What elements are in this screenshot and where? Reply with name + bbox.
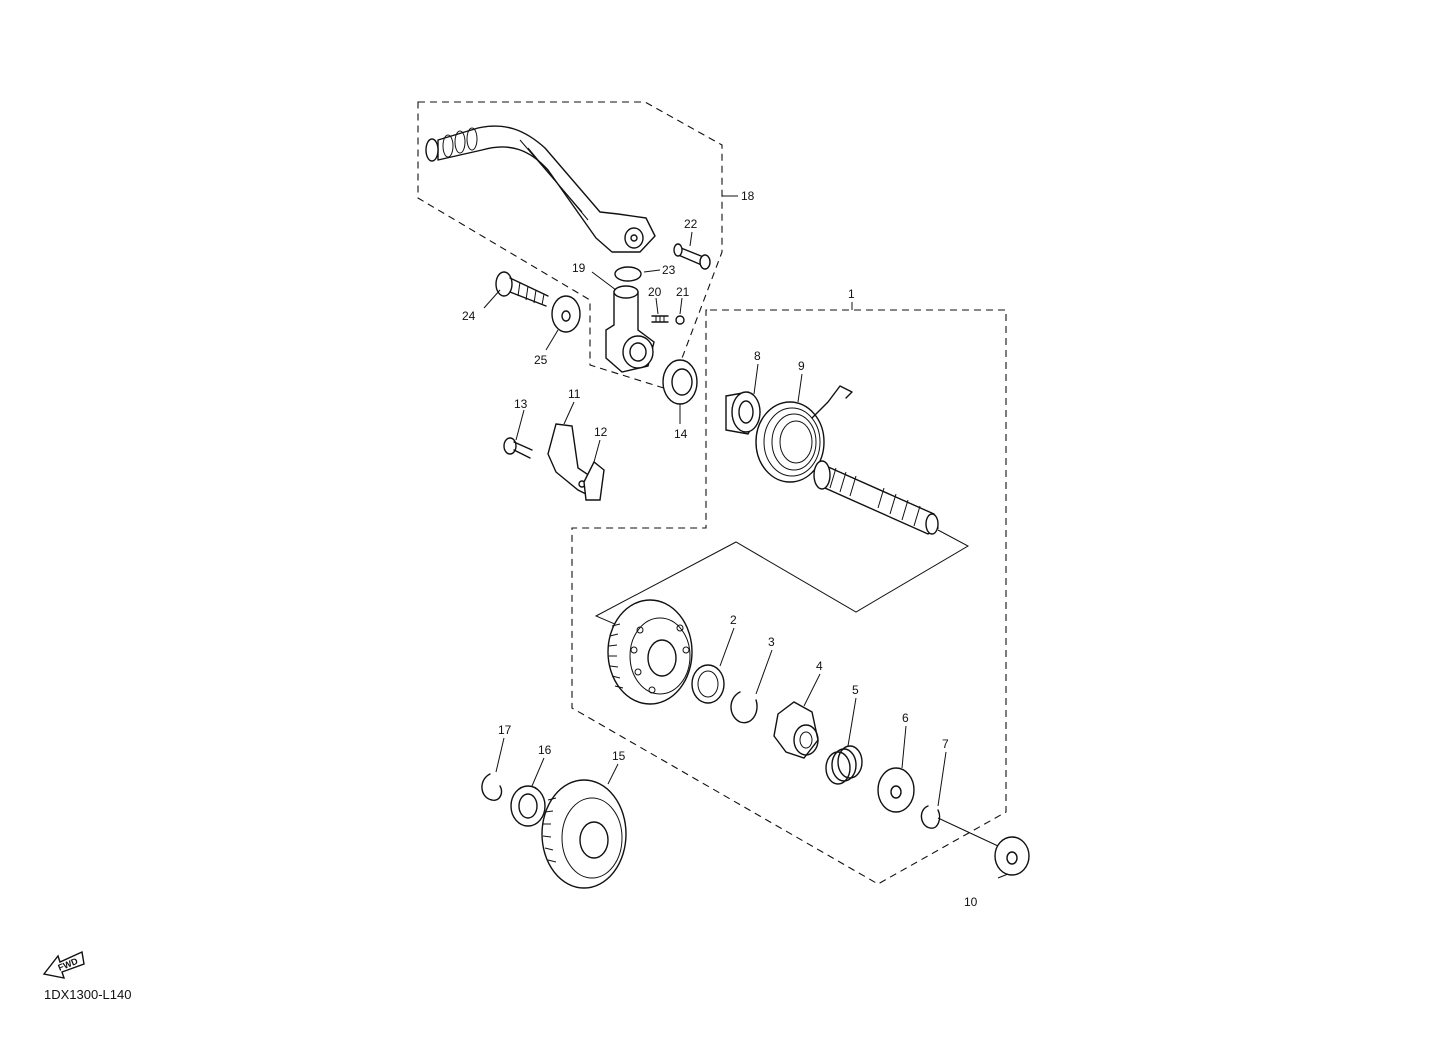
callout-7: 7 [942,737,949,751]
spring-5-part [825,745,863,785]
fwd-arrow-icon: FWD [42,950,85,979]
callout-17: 17 [498,723,512,737]
washer-2-part [691,664,725,704]
shaft-gear-leader [594,529,970,641]
kick-shaft-part [813,460,939,535]
callout-18: 18 [741,189,755,203]
washer-25-part [551,295,581,333]
callout-2: 2 [730,613,737,627]
group-1-outline [571,309,1007,885]
callout-6: 6 [902,711,909,725]
callout-11: 11 [568,387,581,401]
callout-10: 10 [964,895,978,909]
callout-5: 5 [852,683,859,697]
callout-19: 19 [572,261,586,275]
washer-10-leader [937,817,999,847]
callouts: 1 2 3 4 5 6 7 8 9 10 11 12 13 14 15 16 1 [462,189,1009,909]
screw-20-part [651,315,669,323]
diagram-code: 1DX1300-L140 [44,987,131,1002]
ratchet-4-part [773,701,819,759]
clip-12-part [583,460,605,501]
kick-boss-19-part [605,285,655,373]
oil-seal-14-part [662,359,698,405]
callout-13: 13 [514,397,528,411]
washer-16-part [510,785,546,827]
callout-8: 8 [754,349,761,363]
torsion-spring-9-part [755,385,853,483]
bolt-13-part [503,437,533,459]
ball-21-part [675,315,685,325]
callout-15: 15 [612,749,626,763]
callout-9: 9 [798,359,805,373]
kick-gear-part [607,599,693,705]
callout-4: 4 [816,659,823,673]
kick-crank-part [425,125,656,253]
circlip-7-part [920,805,941,829]
circlip-17-part [481,773,503,801]
callout-20: 20 [648,285,662,299]
washer-2-hole [697,670,719,698]
idle-gear-15-part [541,779,627,889]
callout-16: 16 [538,743,552,757]
callout-3: 3 [768,635,775,649]
washer-10-part [994,836,1030,876]
callout-21: 21 [676,285,690,299]
callout-12: 12 [594,425,608,439]
collar-8-part [725,391,761,435]
washer-6-part [877,767,915,813]
callout-14: 14 [674,427,688,441]
o-ring-23-part [614,266,642,282]
callout-25: 25 [534,353,548,367]
callout-24: 24 [462,309,476,323]
bolt-22-part [673,243,711,270]
callout-1: 1 [848,287,855,301]
callout-23: 23 [662,263,676,277]
bolt-24-part [495,271,549,307]
callout-22: 22 [684,217,698,231]
circlip-3-part [730,691,758,724]
